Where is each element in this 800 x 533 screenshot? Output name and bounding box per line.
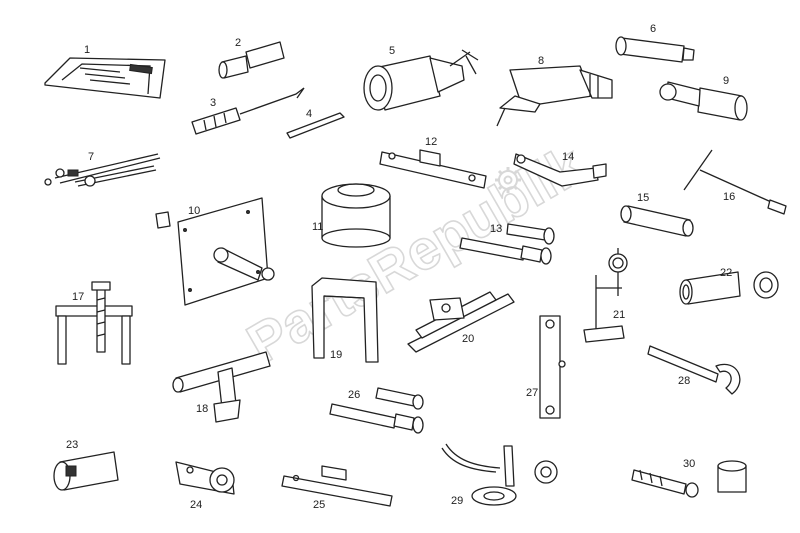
- part-15-label: 15: [637, 192, 649, 204]
- part-24-label: 24: [190, 499, 202, 511]
- part-26: 26: [329, 387, 424, 434]
- part-26-label: 26: [348, 389, 360, 401]
- part-19: 19: [311, 277, 379, 363]
- part-28-label: 28: [678, 375, 690, 387]
- part-21: 21: [583, 248, 628, 343]
- part-19-label: 19: [330, 349, 342, 361]
- part-27: 27: [526, 315, 566, 419]
- part-21-label: 21: [613, 309, 625, 321]
- part-6-label: 6: [650, 23, 656, 35]
- part-10-label: 10: [188, 205, 200, 217]
- part-10: 10: [155, 197, 275, 306]
- part-1-label: 1: [84, 44, 90, 56]
- part-4-label: 4: [306, 108, 312, 120]
- part-27-label: 27: [526, 387, 538, 399]
- part-6: 6: [615, 23, 695, 63]
- part-20-label: 20: [462, 333, 474, 345]
- part-22: 22: [679, 267, 779, 305]
- part-5: 5: [363, 45, 479, 111]
- part-30-label: 30: [683, 458, 695, 470]
- part-18-label: 18: [196, 403, 208, 415]
- part-20: 20: [407, 291, 515, 353]
- part-13: 13: [459, 223, 555, 265]
- part-7: 7: [44, 151, 161, 187]
- part-12-label: 12: [425, 136, 437, 148]
- gear-icon: [495, 167, 521, 193]
- part-1: 1: [44, 44, 166, 99]
- part-30: 30: [631, 458, 747, 498]
- part-3-label: 3: [210, 97, 216, 109]
- part-3: 3: [191, 87, 305, 135]
- part-28: 28: [647, 345, 741, 395]
- part-14-label: 14: [562, 151, 574, 163]
- part-13-label: 13: [490, 223, 502, 235]
- part-8-label: 8: [538, 55, 544, 67]
- part-14: 14: [513, 151, 607, 187]
- part-15: 15: [620, 192, 694, 237]
- part-7-label: 7: [88, 151, 94, 163]
- part-18: 18: [172, 351, 271, 423]
- part-8: 8: [496, 55, 613, 127]
- part-2-label: 2: [235, 37, 241, 49]
- part-11-label: 11: [312, 221, 323, 233]
- part-23-label: 23: [66, 439, 78, 451]
- part-5-label: 5: [389, 45, 395, 57]
- part-16-label: 16: [723, 191, 735, 203]
- part-16: 16: [683, 149, 787, 215]
- part-29: 29: [441, 443, 558, 507]
- part-17: 17: [55, 281, 133, 365]
- part-24: 24: [175, 461, 235, 511]
- part-2: 2: [218, 37, 285, 79]
- part-9-label: 9: [723, 75, 729, 87]
- part-29-label: 29: [451, 495, 463, 507]
- part-17-label: 17: [72, 291, 84, 303]
- part-22-label: 22: [720, 267, 732, 279]
- part-4: 4: [286, 108, 345, 139]
- part-12: 12: [379, 136, 487, 189]
- part-9: 9: [659, 75, 748, 121]
- part-25: 25: [281, 465, 393, 511]
- part-23: 23: [53, 439, 119, 491]
- part-11: 11: [312, 183, 391, 248]
- part-25-label: 25: [313, 499, 325, 511]
